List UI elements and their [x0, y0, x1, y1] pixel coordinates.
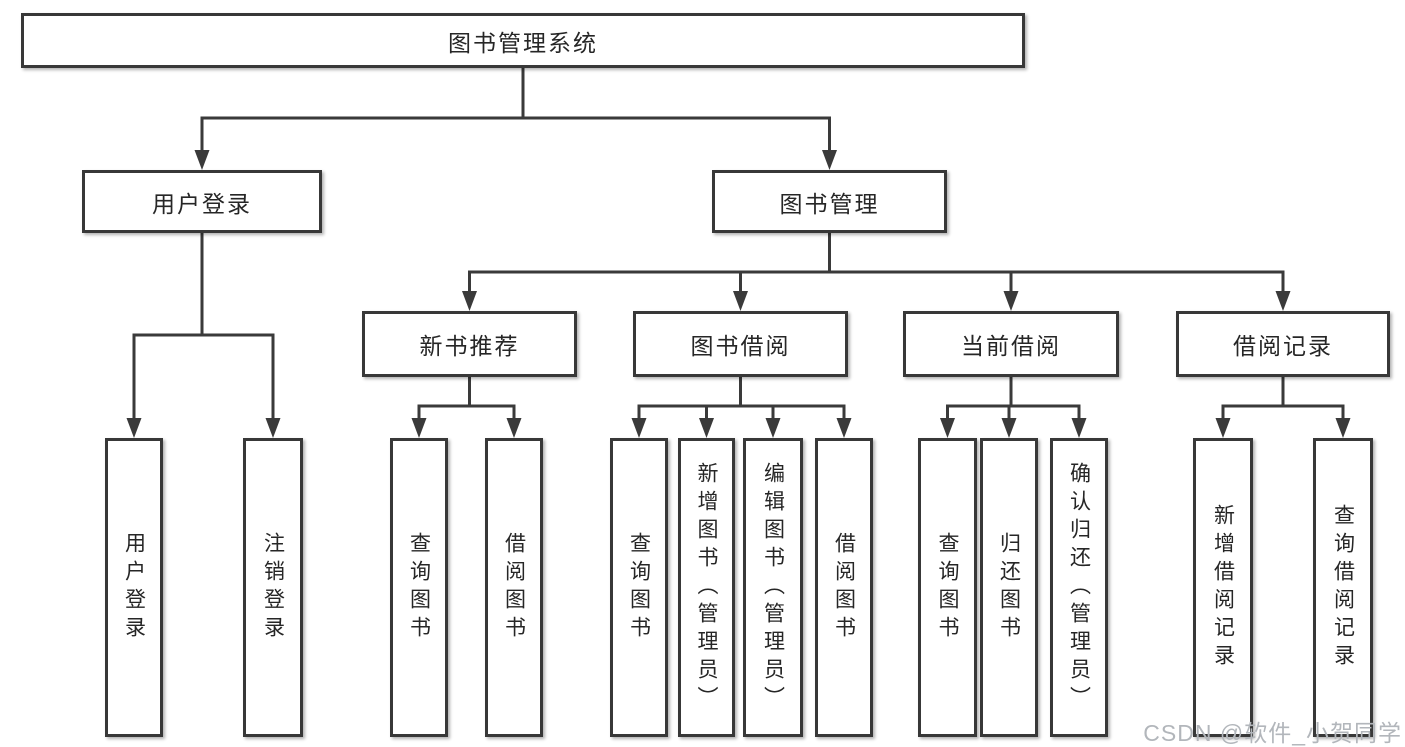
node-user-login-action: 用户登录 — [105, 438, 163, 737]
node-label: 确认归还（管理员） — [1067, 461, 1091, 714]
node-edit-books-admin: 编辑图书（管理员） — [743, 438, 803, 737]
node-label: 图书借阅 — [690, 333, 791, 359]
node-borrowing-records: 借阅记录 — [1176, 311, 1390, 377]
node-label: 新增图书（管理员） — [695, 461, 718, 714]
node-search-borrow-record: 查询借阅记录 — [1313, 438, 1373, 737]
node-label: 注销登录 — [261, 531, 285, 644]
watermark-text: CSDN @软件_小贺同学 — [1143, 720, 1402, 746]
node-new-book-recommendation: 新书推荐 — [362, 311, 577, 377]
node-label: 借阅图书 — [502, 531, 526, 644]
node-label: 借阅记录 — [1233, 333, 1333, 359]
node-label: 新书推荐 — [419, 333, 520, 359]
node-borrow-books-borrowing: 借阅图书 — [815, 438, 873, 737]
node-search-books-borrowing: 查询图书 — [610, 438, 668, 737]
node-label: 查询图书 — [936, 531, 959, 644]
node-book-management: 图书管理 — [712, 170, 947, 233]
node-label: 归还图书 — [997, 531, 1021, 644]
node-search-books-recommend: 查询图书 — [390, 438, 448, 737]
node-library-management-system: 图书管理系统 — [21, 13, 1025, 68]
node-user-login: 用户登录 — [82, 170, 322, 233]
node-confirm-return-admin: 确认归还（管理员） — [1050, 438, 1108, 737]
node-add-books-admin: 新增图书（管理员） — [678, 438, 735, 737]
node-label: 查询图书 — [627, 531, 651, 644]
node-add-borrow-record: 新增借阅记录 — [1193, 438, 1253, 737]
node-label: 借阅图书 — [832, 531, 856, 644]
node-label: 查询图书 — [407, 531, 431, 644]
node-return-books: 归还图书 — [980, 438, 1038, 737]
node-borrow-books-recommend: 借阅图书 — [485, 438, 543, 737]
node-label: 当前借阅 — [961, 333, 1061, 359]
node-label: 用户登录 — [122, 531, 146, 644]
node-current-borrowing: 当前借阅 — [903, 311, 1119, 377]
node-label: 图书管理系统 — [448, 29, 598, 56]
node-search-books-current: 查询图书 — [918, 438, 977, 737]
node-label: 编辑图书（管理员） — [761, 461, 785, 714]
node-logout-action: 注销登录 — [243, 438, 303, 737]
node-label: 图书管理 — [779, 190, 880, 217]
node-label: 新增借阅记录 — [1211, 503, 1235, 672]
node-book-borrowing: 图书借阅 — [633, 311, 848, 377]
node-label: 用户登录 — [152, 190, 252, 217]
node-label: 查询借阅记录 — [1331, 503, 1355, 672]
